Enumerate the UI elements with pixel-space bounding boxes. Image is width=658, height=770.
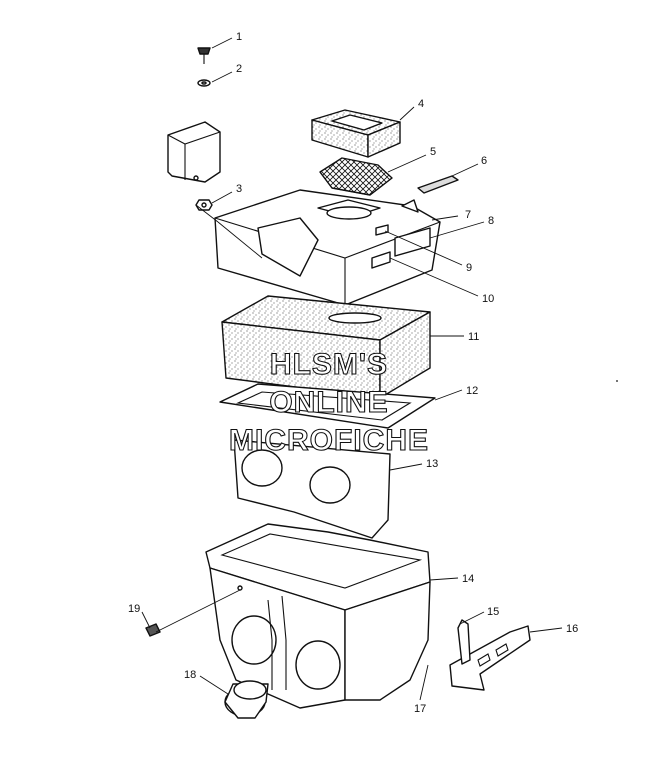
callout-4: 4 (418, 98, 424, 110)
part-18-boot (224, 680, 269, 719)
callout-19: 19 (128, 603, 140, 615)
part-3-nut (195, 199, 213, 211)
callout-5: 5 (430, 146, 436, 158)
callout-1: 1 (236, 31, 242, 43)
leader-lines (141, 37, 563, 701)
part-5-screen (319, 157, 393, 196)
callout-13: 13 (426, 458, 438, 470)
watermark: HLSM'S ONLINE MICROFICHE (228, 347, 429, 457)
callout-3: 3 (236, 183, 242, 195)
callout-7: 7 (465, 209, 471, 221)
part-14-lower-airbox (205, 523, 431, 709)
airbox-lid (214, 189, 441, 306)
callout-14: 14 (462, 573, 474, 585)
bracket-cover (167, 121, 221, 183)
callout-9: 9 (466, 262, 472, 274)
callout-17: 17 (414, 703, 426, 715)
watermark-line-3: MICROFICHE (229, 424, 429, 457)
part-19-fitting (145, 623, 161, 637)
part-4-foam-filter (311, 109, 401, 158)
callout-2: 2 (236, 63, 242, 75)
part-11-foam-element (221, 295, 431, 399)
callout-8: 8 (488, 215, 494, 227)
part-1-screw (197, 47, 211, 64)
callout-labels: 1 2 3 4 5 6 7 8 9 10 11 12 13 14 15 16 1… (128, 31, 578, 715)
callout-16: 16 (566, 623, 578, 635)
watermark-line-2: ONLINE (269, 386, 388, 419)
callout-10: 10 (482, 293, 494, 305)
callout-18: 18 (184, 669, 196, 681)
watermark-line-1: HLSM'S (270, 348, 388, 381)
stray-dot (616, 380, 618, 382)
part-13-baffle (233, 439, 391, 539)
part-16-bracket (449, 619, 531, 691)
callout-15: 15 (487, 606, 499, 618)
callout-11: 11 (468, 331, 479, 343)
part-2-washer (197, 79, 211, 87)
part-6-strip (417, 175, 459, 194)
callout-6: 6 (481, 155, 487, 167)
callout-12: 12 (466, 385, 478, 397)
part-12-gasket (219, 383, 436, 429)
